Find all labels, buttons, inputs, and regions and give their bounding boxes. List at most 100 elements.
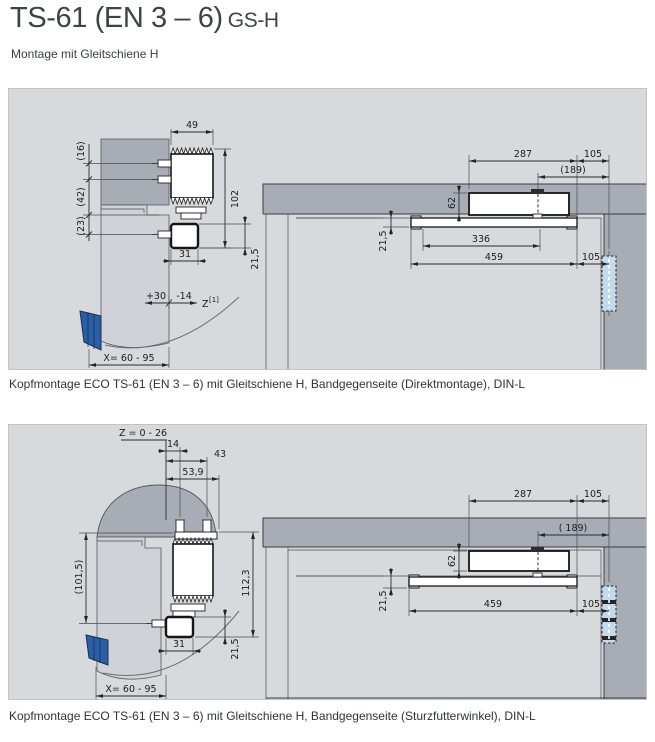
extension-lines [179, 447, 220, 529]
dim-287: 287 [514, 149, 532, 160]
dim-21-5: 21,5 [250, 248, 261, 269]
hinge-marker-lines [87, 313, 95, 349]
mounting-screw [157, 175, 172, 184]
closer-body-section [170, 153, 214, 199]
dim-minus14: -14 [176, 291, 192, 302]
dim-112-3: 112,3 [241, 569, 252, 596]
frame-rebate-line [101, 208, 145, 213]
lintel-dome-section [96, 484, 217, 538]
slide-rail-section [169, 222, 200, 250]
title-suffix: GS-H [227, 9, 279, 32]
dim-z: Z [202, 299, 209, 310]
extension-lines [296, 575, 407, 589]
figure1-drawing: (16) (42) (23) 49 102 21,5 31 [76, 120, 646, 369]
wall-outline [262, 183, 646, 214]
dim-105-top: 105 [584, 149, 602, 160]
dim-459: 459 [484, 599, 502, 610]
dim-53-9: 53,9 [182, 467, 203, 478]
dim-z-range: Z = 0 - 26 [119, 428, 167, 439]
dim-tick [165, 299, 173, 307]
extension-lines [468, 155, 610, 249]
closer-serration-bottom [170, 196, 214, 206]
rail-connector [532, 213, 543, 219]
dim-23: (23) [76, 216, 87, 236]
pivot-tab [531, 547, 544, 552]
closer-arm-foot [170, 603, 206, 612]
jamb-lines [265, 214, 289, 369]
extension-line [296, 217, 409, 228]
dim-336: 336 [472, 234, 490, 245]
figure2-panel: Z = 0 - 26 14 43 53,9 (101,5) 112,3 [8, 424, 647, 700]
door-leaf-section [100, 204, 170, 348]
extension-lines [79, 532, 173, 624]
jamb-lines [265, 547, 289, 699]
closer-arm [180, 212, 202, 220]
bracket-screw [175, 519, 185, 533]
dim-105-top: 105 [584, 489, 602, 500]
dim-16: (16) [76, 141, 87, 161]
figure1-panel: (16) (42) (23) 49 102 21,5 31 [8, 88, 647, 370]
dim-21-5-plan: 21,5 [378, 590, 389, 611]
closer-arm-foot [175, 206, 207, 214]
extension-lines [95, 667, 167, 699]
dim-101-5: (101,5) [74, 560, 85, 595]
dim-62: 62 [447, 555, 458, 567]
hinge-marker-lines [93, 637, 101, 663]
pivot-tab [531, 189, 544, 194]
page-subtitle: Montage mit Gleitschiene H [11, 47, 159, 61]
wall-top [263, 184, 646, 214]
figure1-caption: Kopfmontage ECO TS-61 (EN 3 – 6) mit Gle… [9, 377, 526, 391]
dim-189: ( 189) [559, 523, 588, 534]
extension-lines [170, 129, 214, 145]
page-title: TS-61 (EN 3 – 6)GS-H [10, 2, 279, 35]
dim-21-5: 21,5 [230, 638, 241, 659]
slide-rail-section [164, 615, 195, 639]
dim-189: (189) [560, 165, 586, 176]
door-leaf-section [96, 536, 162, 680]
dim-31: 31 [173, 639, 185, 650]
wall-outline [262, 517, 646, 547]
extension-lines [83, 163, 159, 235]
fig1-section-view: (16) (42) (23) 49 102 21,5 31 [76, 120, 261, 368]
dim-x-range: X= 60 - 95 [105, 684, 156, 695]
closer-body-section [172, 543, 214, 597]
title-main: TS-61 (EN 3 – 6) [10, 2, 223, 34]
hinge-marker [79, 310, 102, 351]
dim-14: 14 [167, 439, 179, 450]
extension-lines [410, 230, 578, 269]
rail-screw [157, 230, 172, 239]
dim-62: 62 [447, 197, 458, 209]
dim-z-note: [1] [209, 296, 219, 304]
dim-105-bottom: 105 [582, 252, 600, 263]
dim-105-bottom: 105 [582, 599, 600, 610]
slide-rail-plan [408, 576, 578, 587]
mounting-bracket [174, 531, 218, 540]
wall-top [263, 518, 646, 547]
slide-rail-plan [410, 217, 578, 228]
closer-body-plan [468, 550, 570, 572]
door-swing-arc [104, 296, 240, 349]
rail-connector [532, 572, 543, 578]
mounting-screw [157, 159, 172, 168]
dim-x-range: X= 60 - 95 [103, 353, 154, 364]
hinge-marker [85, 634, 109, 666]
frame-rebate-line [97, 540, 143, 546]
fig2-plan-view: 287 105 ( 189) 62 21,5 459 105 [262, 489, 646, 699]
rail-screw [151, 619, 166, 628]
door-swing-arc [102, 610, 240, 676]
dim-287: 287 [514, 489, 532, 500]
fig1-plan-view: 287 105 (189) 62 21,5 336 459 [262, 149, 646, 369]
closer-serration-bottom [172, 594, 214, 604]
dim-42: (42) [76, 187, 87, 207]
bracket-screw [202, 519, 212, 533]
dim-43: 43 [214, 449, 226, 460]
lintel-section [100, 138, 170, 206]
figure2-caption: Kopfmontage ECO TS-61 (EN 3 – 6) mit Gle… [9, 709, 536, 723]
dim-21-5-plan: 21,5 [378, 230, 389, 251]
figure2-drawing: Z = 0 - 26 14 43 53,9 (101,5) 112,3 [74, 428, 646, 699]
dim-459: 459 [485, 252, 503, 263]
extension-lines [199, 223, 251, 249]
dim-102: 102 [230, 190, 241, 208]
closer-serration-top [170, 146, 214, 156]
